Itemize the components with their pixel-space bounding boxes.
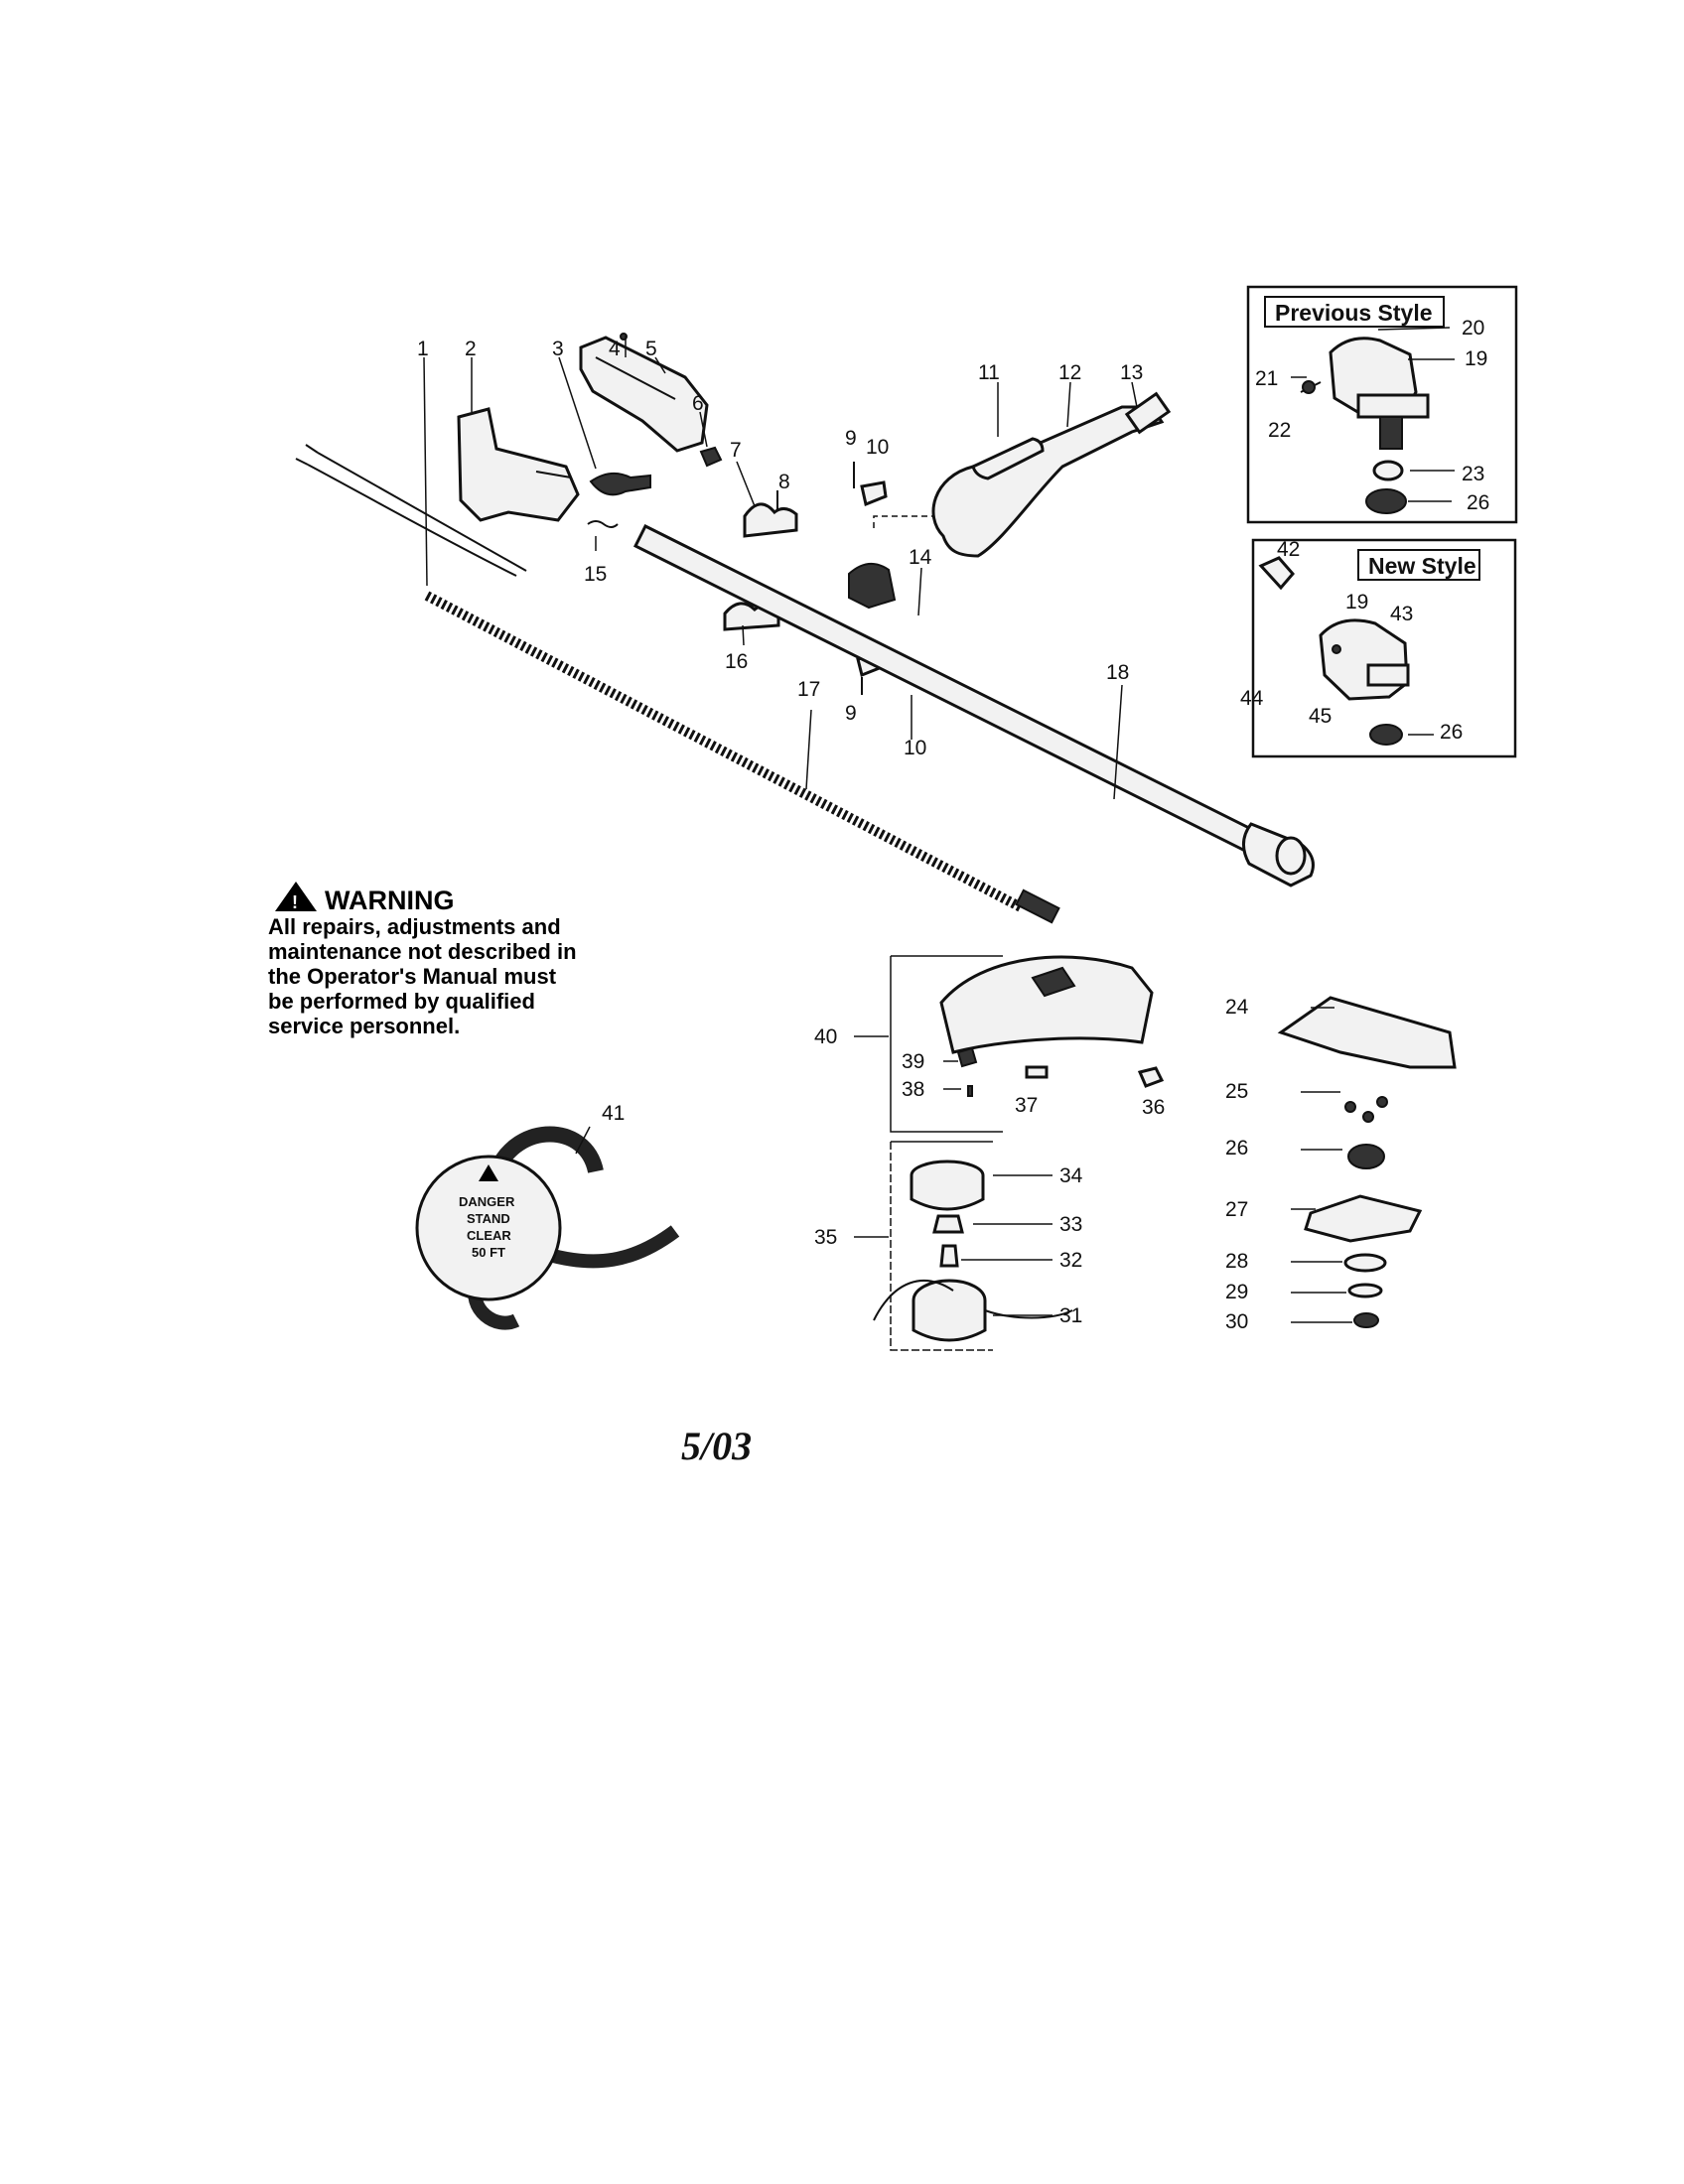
label-44: 44	[1240, 687, 1264, 710]
label-27: 27	[1225, 1198, 1248, 1221]
warning-line-3: the Operator's Manual must	[268, 964, 557, 989]
label-26-new: 26	[1440, 721, 1463, 744]
label-21: 21	[1255, 367, 1278, 390]
shaft-tube	[632, 523, 1315, 887]
leader-lines	[423, 327, 1455, 1323]
handle-clamp	[848, 515, 933, 610]
label-35: 35	[814, 1226, 837, 1249]
label-41: 41	[602, 1102, 625, 1125]
label-28: 28	[1225, 1250, 1248, 1273]
warning-title: WARNING	[325, 886, 455, 915]
warning-block: ! WARNING All repairs, adjustments and m…	[268, 882, 577, 1038]
gear-head-new	[1258, 556, 1410, 746]
label-3: 3	[552, 338, 564, 360]
new-style-box: New Style	[1251, 538, 1517, 758]
label-45: 45	[1309, 705, 1332, 728]
previous-style-box: Previous Style	[1246, 285, 1518, 524]
label-37: 37	[1015, 1094, 1038, 1117]
label-36: 36	[1142, 1096, 1165, 1119]
label-33: 33	[1059, 1213, 1082, 1236]
handle-housing	[579, 333, 723, 468]
label-12: 12	[1058, 361, 1081, 384]
label-15: 15	[584, 563, 607, 586]
trimmer-head-group	[873, 1141, 1073, 1351]
clamp-screw-upper	[853, 462, 888, 507]
label-19-new: 19	[1345, 591, 1368, 614]
label-17: 17	[797, 678, 820, 701]
label-19-previous: 19	[1465, 347, 1487, 370]
loop-handle	[931, 391, 1172, 558]
label-29: 29	[1225, 1281, 1248, 1303]
throttle-cable	[295, 444, 527, 577]
label-18: 18	[1106, 661, 1129, 684]
label-22: 22	[1268, 419, 1291, 442]
warning-line-1: All repairs, adjustments and	[268, 914, 561, 939]
revision-date: 5/03	[681, 1424, 752, 1468]
label-23: 23	[1462, 463, 1484, 485]
label-40: 40	[814, 1025, 837, 1048]
warning-line-2: maintenance not described in	[268, 939, 577, 964]
label-2: 2	[465, 338, 477, 360]
part-number-labels: 1 2 3 4 5 6 7 8 9 10 11 12 13 14 15 16 1…	[417, 317, 1489, 1333]
label-42: 42	[1277, 538, 1300, 561]
label-16: 16	[725, 650, 748, 673]
previous-style-title: Previous Style	[1275, 300, 1433, 326]
label-7: 7	[730, 439, 742, 462]
label-32: 32	[1059, 1249, 1082, 1272]
label-6: 6	[692, 392, 704, 415]
harness: DANGER STAND CLEAR 50 FT	[415, 1126, 680, 1330]
warning-line-5: service personnel.	[268, 1014, 460, 1038]
label-38: 38	[902, 1078, 924, 1101]
gear-head-previous	[1300, 337, 1430, 514]
new-style-title: New Style	[1368, 553, 1476, 579]
shield-group	[890, 955, 1165, 1133]
warning-line-4: be performed by qualified	[268, 989, 535, 1014]
label-14: 14	[909, 546, 932, 569]
label-30: 30	[1225, 1310, 1248, 1333]
label-34: 34	[1059, 1164, 1083, 1187]
label-31: 31	[1059, 1304, 1082, 1327]
label-5: 5	[645, 338, 657, 360]
handle-grip	[457, 407, 580, 522]
label-26-blade: 26	[1225, 1137, 1248, 1160]
label-13: 13	[1120, 361, 1143, 384]
label-4: 4	[609, 338, 621, 360]
clamp-top	[743, 490, 798, 538]
trigger	[589, 472, 651, 496]
label-43: 43	[1390, 603, 1413, 625]
label-20: 20	[1462, 317, 1484, 340]
label-24: 24	[1225, 996, 1249, 1019]
spring	[587, 520, 619, 528]
label-26-previous: 26	[1467, 491, 1489, 514]
danger-line-1: DANGER	[459, 1194, 515, 1209]
label-9-lower: 9	[845, 702, 857, 725]
drive-shaft	[424, 591, 1060, 924]
label-39: 39	[902, 1050, 924, 1073]
label-25: 25	[1225, 1080, 1248, 1103]
label-8: 8	[778, 471, 790, 493]
label-10-lower: 10	[904, 737, 926, 759]
blade-group	[1277, 996, 1457, 1328]
svg-text:!: !	[292, 892, 298, 912]
danger-line-2: STAND	[467, 1211, 510, 1226]
label-11: 11	[978, 361, 1000, 384]
label-9-upper: 9	[845, 427, 857, 450]
danger-line-3: CLEAR	[467, 1228, 511, 1243]
label-10-upper: 10	[866, 436, 889, 459]
label-1: 1	[417, 338, 429, 360]
danger-line-4: 50 FT	[472, 1245, 505, 1260]
